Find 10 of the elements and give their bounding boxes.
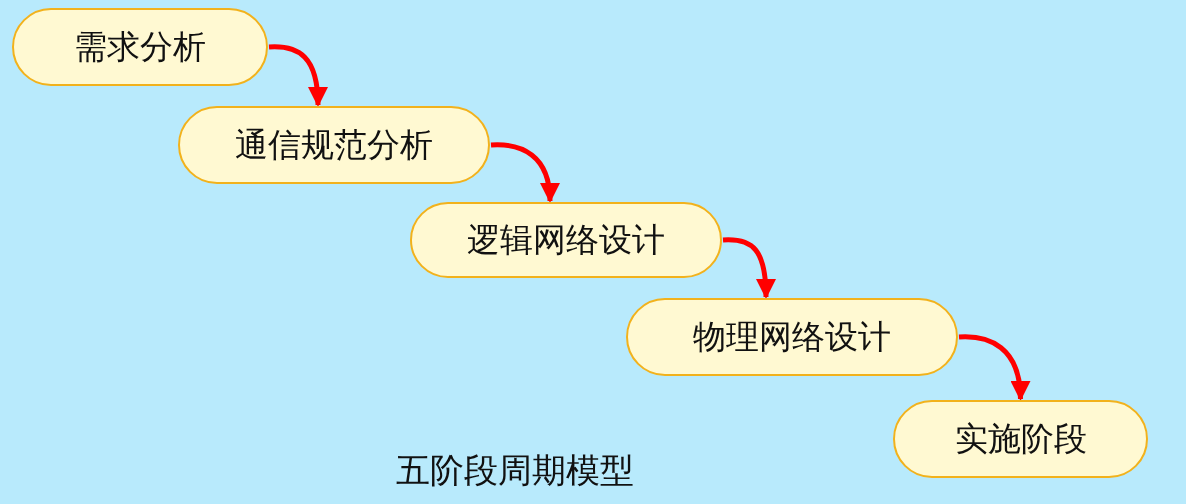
stage-box: 物理网络设计 xyxy=(626,298,958,376)
curved-arrow xyxy=(490,142,559,203)
stage-box: 通信规范分析 xyxy=(178,106,490,184)
stage-box: 实施阶段 xyxy=(893,400,1148,478)
curved-arrow xyxy=(958,334,1030,401)
curved-arrow xyxy=(722,237,776,299)
diagram-title: 五阶段周期模型 xyxy=(395,449,635,492)
stage-box: 需求分析 xyxy=(12,8,268,86)
curved-arrow xyxy=(268,44,328,107)
stage-box: 逻辑网络设计 xyxy=(410,202,722,278)
